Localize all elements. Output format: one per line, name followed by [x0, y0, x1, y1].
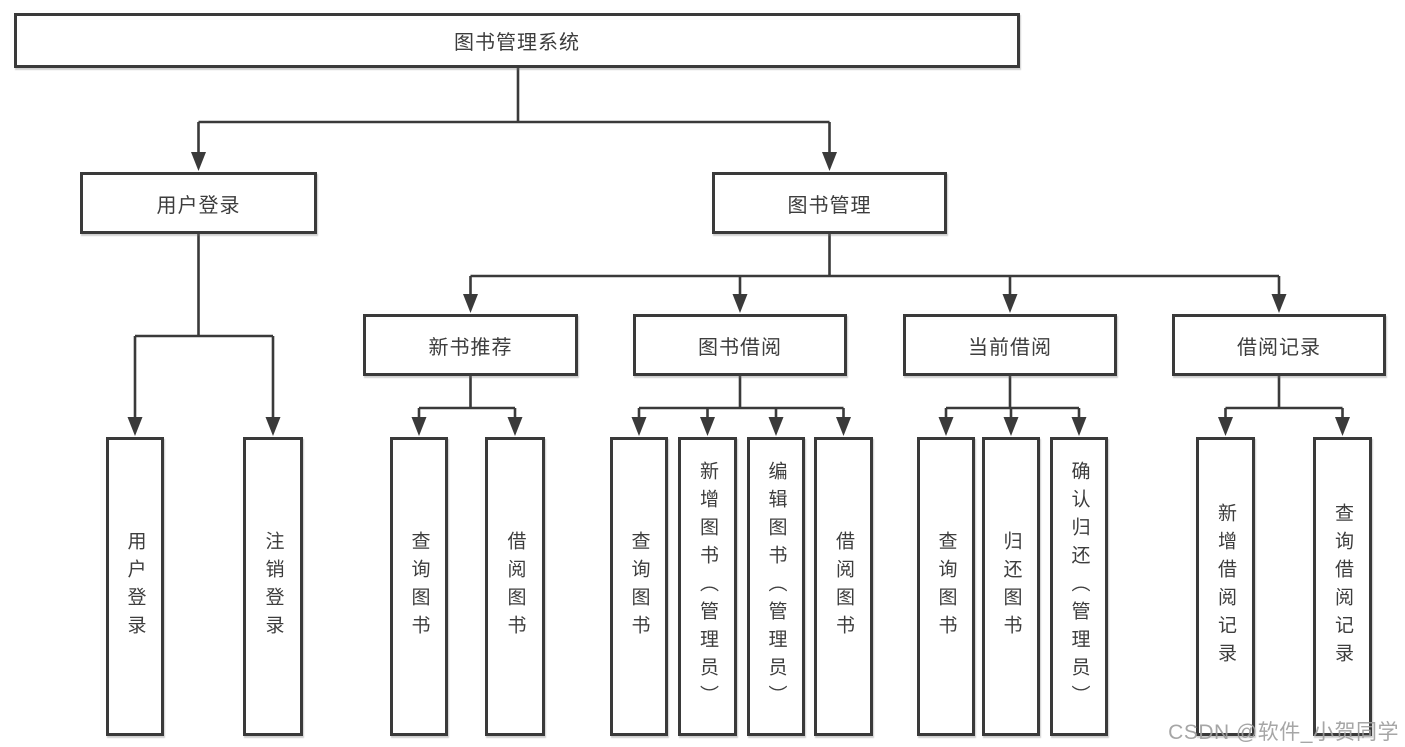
node-leaf-borrow-books-2-label: 借阅图书 [833, 530, 854, 643]
node-borrow-records: 借阅记录 [1172, 314, 1386, 376]
node-leaf-query-books-1-label: 查询图书 [408, 530, 430, 643]
arrowhead-icon [1271, 294, 1287, 313]
node-leaf-logout-label: 注销登录 [262, 530, 284, 643]
node-current-borrow: 当前借阅 [903, 314, 1117, 376]
node-leaf-confirm-return-admin: 确认归还（管理员） [1050, 437, 1108, 736]
node-leaf-query-books-2-label: 查询图书 [628, 530, 650, 643]
node-current-borrow-label: 当前借阅 [968, 336, 1052, 359]
node-leaf-query-books-1: 查询图书 [390, 437, 448, 736]
arrowhead-icon [1218, 417, 1233, 436]
arrowhead-icon [411, 417, 427, 436]
node-leaf-query-books-3: 查询图书 [917, 437, 975, 736]
arrowhead-icon [191, 152, 206, 171]
arrowhead-icon [938, 417, 954, 436]
arrowhead-icon [1335, 417, 1350, 436]
csdn-watermark: CSDN @软件_小贺同学 [1168, 721, 1399, 744]
node-user-login: 用户登录 [80, 172, 317, 234]
node-user-login-label: 用户登录 [156, 194, 241, 217]
arrowhead-icon [463, 294, 478, 313]
node-leaf-borrow-books-1-label: 借阅图书 [504, 530, 526, 643]
arrowhead-icon [836, 417, 851, 436]
node-leaf-add-borrow-record-label: 新增借阅记录 [1215, 502, 1236, 671]
node-leaf-query-borrow-record-label: 查询借阅记录 [1332, 502, 1353, 671]
node-leaf-edit-books-admin-label: 编辑图书（管理员） [765, 460, 787, 713]
arrowhead-icon [265, 417, 281, 436]
arrowhead-icon [700, 417, 715, 436]
node-leaf-confirm-return-admin-label: 确认归还（管理员） [1068, 460, 1090, 713]
node-book-mgmt: 图书管理 [712, 172, 947, 234]
arrowhead-icon [822, 152, 837, 171]
arrowhead-icon [127, 417, 143, 436]
connector-book-mgmt-branch [469, 234, 1281, 296]
node-leaf-query-borrow-record: 查询借阅记录 [1313, 437, 1372, 736]
node-leaf-return-books: 归还图书 [982, 437, 1040, 736]
node-borrow-records-label: 借阅记录 [1237, 336, 1321, 359]
node-leaf-user-login-label: 用户登录 [124, 530, 146, 643]
arrowhead-icon [768, 417, 784, 436]
arrowhead-icon [631, 417, 647, 436]
arrowhead-icon [1071, 417, 1087, 436]
node-leaf-edit-books-admin: 编辑图书（管理员） [747, 437, 805, 736]
node-leaf-borrow-books-2: 借阅图书 [814, 437, 873, 736]
arrowhead-icon [732, 294, 748, 313]
arrowhead-icon [507, 417, 523, 436]
node-leaf-user-login: 用户登录 [106, 437, 164, 736]
node-leaf-borrow-books-1: 借阅图书 [485, 437, 545, 736]
node-new-book-rec: 新书推荐 [363, 314, 578, 376]
connector-current-borrow-branch [944, 376, 1081, 419]
node-leaf-query-books-3-label: 查询图书 [935, 530, 957, 643]
node-root: 图书管理系统 [14, 13, 1020, 68]
connector-new-book-branch [417, 376, 517, 419]
node-leaf-add-books-admin-label: 新增图书（管理员） [697, 460, 718, 713]
node-leaf-return-books-label: 归还图书 [1000, 530, 1022, 643]
arrowhead-icon [1002, 294, 1018, 313]
node-leaf-add-borrow-record: 新增借阅记录 [1196, 437, 1255, 736]
node-root-label: 图书管理系统 [454, 32, 580, 54]
node-new-book-rec-label: 新书推荐 [428, 336, 513, 359]
node-leaf-query-books-2: 查询图书 [610, 437, 668, 736]
node-book-borrow-label: 图书借阅 [698, 336, 782, 359]
connector-book-borrow-branch [637, 376, 845, 419]
arrowheads [127, 152, 1350, 436]
connector-root [197, 68, 831, 154]
node-book-borrow: 图书借阅 [633, 314, 847, 376]
node-leaf-logout: 注销登录 [243, 437, 303, 736]
arrowhead-icon [1003, 417, 1019, 436]
connector-borrow-records-branch [1224, 376, 1344, 419]
node-book-mgmt-label: 图书管理 [787, 194, 872, 217]
node-leaf-add-books-admin: 新增图书（管理员） [678, 437, 737, 736]
connector-user-login-branch [133, 234, 275, 419]
